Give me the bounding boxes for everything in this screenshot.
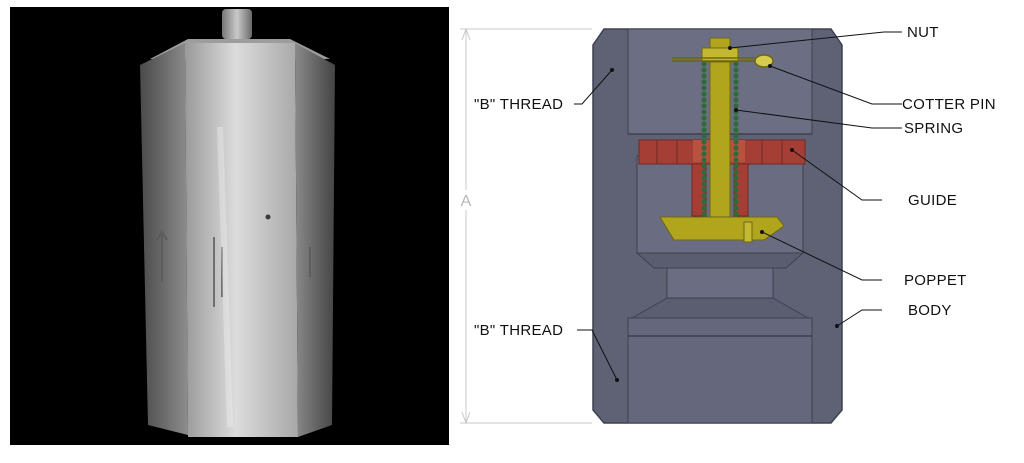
spring-coil	[733, 91, 739, 97]
throat	[666, 267, 774, 299]
spring-coil	[701, 145, 707, 151]
cotter-pin-part	[672, 54, 774, 68]
spring-coil	[701, 211, 707, 217]
valve-right-face	[295, 43, 335, 437]
spring-coil	[733, 211, 739, 217]
label-body: BODY	[908, 302, 952, 319]
label-cotter-pin: COTTER PIN	[902, 96, 996, 113]
valve-front-face	[185, 43, 298, 437]
leader-lines	[574, 31, 902, 381]
valve-engravings	[156, 230, 311, 307]
spring-coil	[701, 85, 707, 91]
spring-coil	[701, 115, 707, 121]
valve-photo	[10, 7, 449, 445]
seat-taper	[635, 252, 805, 269]
label-b-thread-bottom: "B" THREAD	[474, 322, 563, 339]
spring-coil	[733, 175, 739, 181]
spring-coil	[733, 151, 739, 157]
label-nut: NUT	[907, 24, 939, 41]
bottom-bore	[627, 317, 813, 424]
spring-coil	[701, 175, 707, 181]
cross-section-diagram: A	[452, 0, 1024, 458]
spring-coil	[733, 193, 739, 199]
spring-coil	[701, 151, 707, 157]
label-poppet: POPPET	[904, 272, 967, 289]
label-guide: GUIDE	[908, 192, 957, 209]
spring-coil	[733, 205, 739, 211]
spring-coil	[733, 115, 739, 121]
spring-coil	[733, 199, 739, 205]
spring-coil	[733, 79, 739, 85]
spring-coil	[733, 157, 739, 163]
dimension-label: A	[461, 193, 472, 210]
spring-coil	[701, 169, 707, 175]
spring-coil	[701, 127, 707, 133]
spring-coil	[733, 67, 739, 73]
spring-coil	[733, 97, 739, 103]
spring-coil	[701, 181, 707, 187]
spring-coil	[701, 91, 707, 97]
spring-coil	[701, 103, 707, 109]
valve-nozzle	[222, 9, 252, 39]
spring-coil	[701, 163, 707, 169]
spring-coil	[701, 67, 707, 73]
spring-coil	[701, 61, 707, 67]
spring-coil	[701, 193, 707, 199]
leader-dots	[610, 46, 839, 382]
label-b-thread-top: "B" THREAD	[474, 96, 563, 113]
spring-coil	[733, 145, 739, 151]
spring-coil	[701, 157, 707, 163]
spring-coil	[733, 187, 739, 193]
spring-coil	[733, 133, 739, 139]
valve-highlight	[217, 126, 233, 428]
spring-coil	[701, 139, 707, 145]
spring-coil	[733, 103, 739, 109]
valve-photo-drawing	[140, 9, 335, 437]
label-spring: SPRING	[904, 120, 963, 137]
spring-coil	[701, 121, 707, 127]
spring-coil	[701, 133, 707, 139]
spring-coil	[701, 205, 707, 211]
spring-coil	[733, 121, 739, 127]
spring-coil	[733, 127, 739, 133]
spring-coil	[701, 199, 707, 205]
poppet-part	[659, 37, 785, 243]
spring-coil	[701, 79, 707, 85]
spring-coil	[733, 169, 739, 175]
spring-coil	[701, 109, 707, 115]
spring-coil	[701, 187, 707, 193]
spring-coil	[701, 97, 707, 103]
spring-coil	[733, 85, 739, 91]
valve-left-face	[140, 43, 188, 435]
dimension-a	[457, 27, 592, 425]
spring-part: (function(){ var g = document.currentScr…	[701, 61, 739, 217]
spring-coil	[733, 61, 739, 67]
spring-coil	[701, 73, 707, 79]
spring-coil	[733, 163, 739, 169]
spring-coil	[733, 181, 739, 187]
spring-coil	[733, 73, 739, 79]
spring-coil	[733, 139, 739, 145]
valve-surface-mark	[265, 214, 271, 220]
